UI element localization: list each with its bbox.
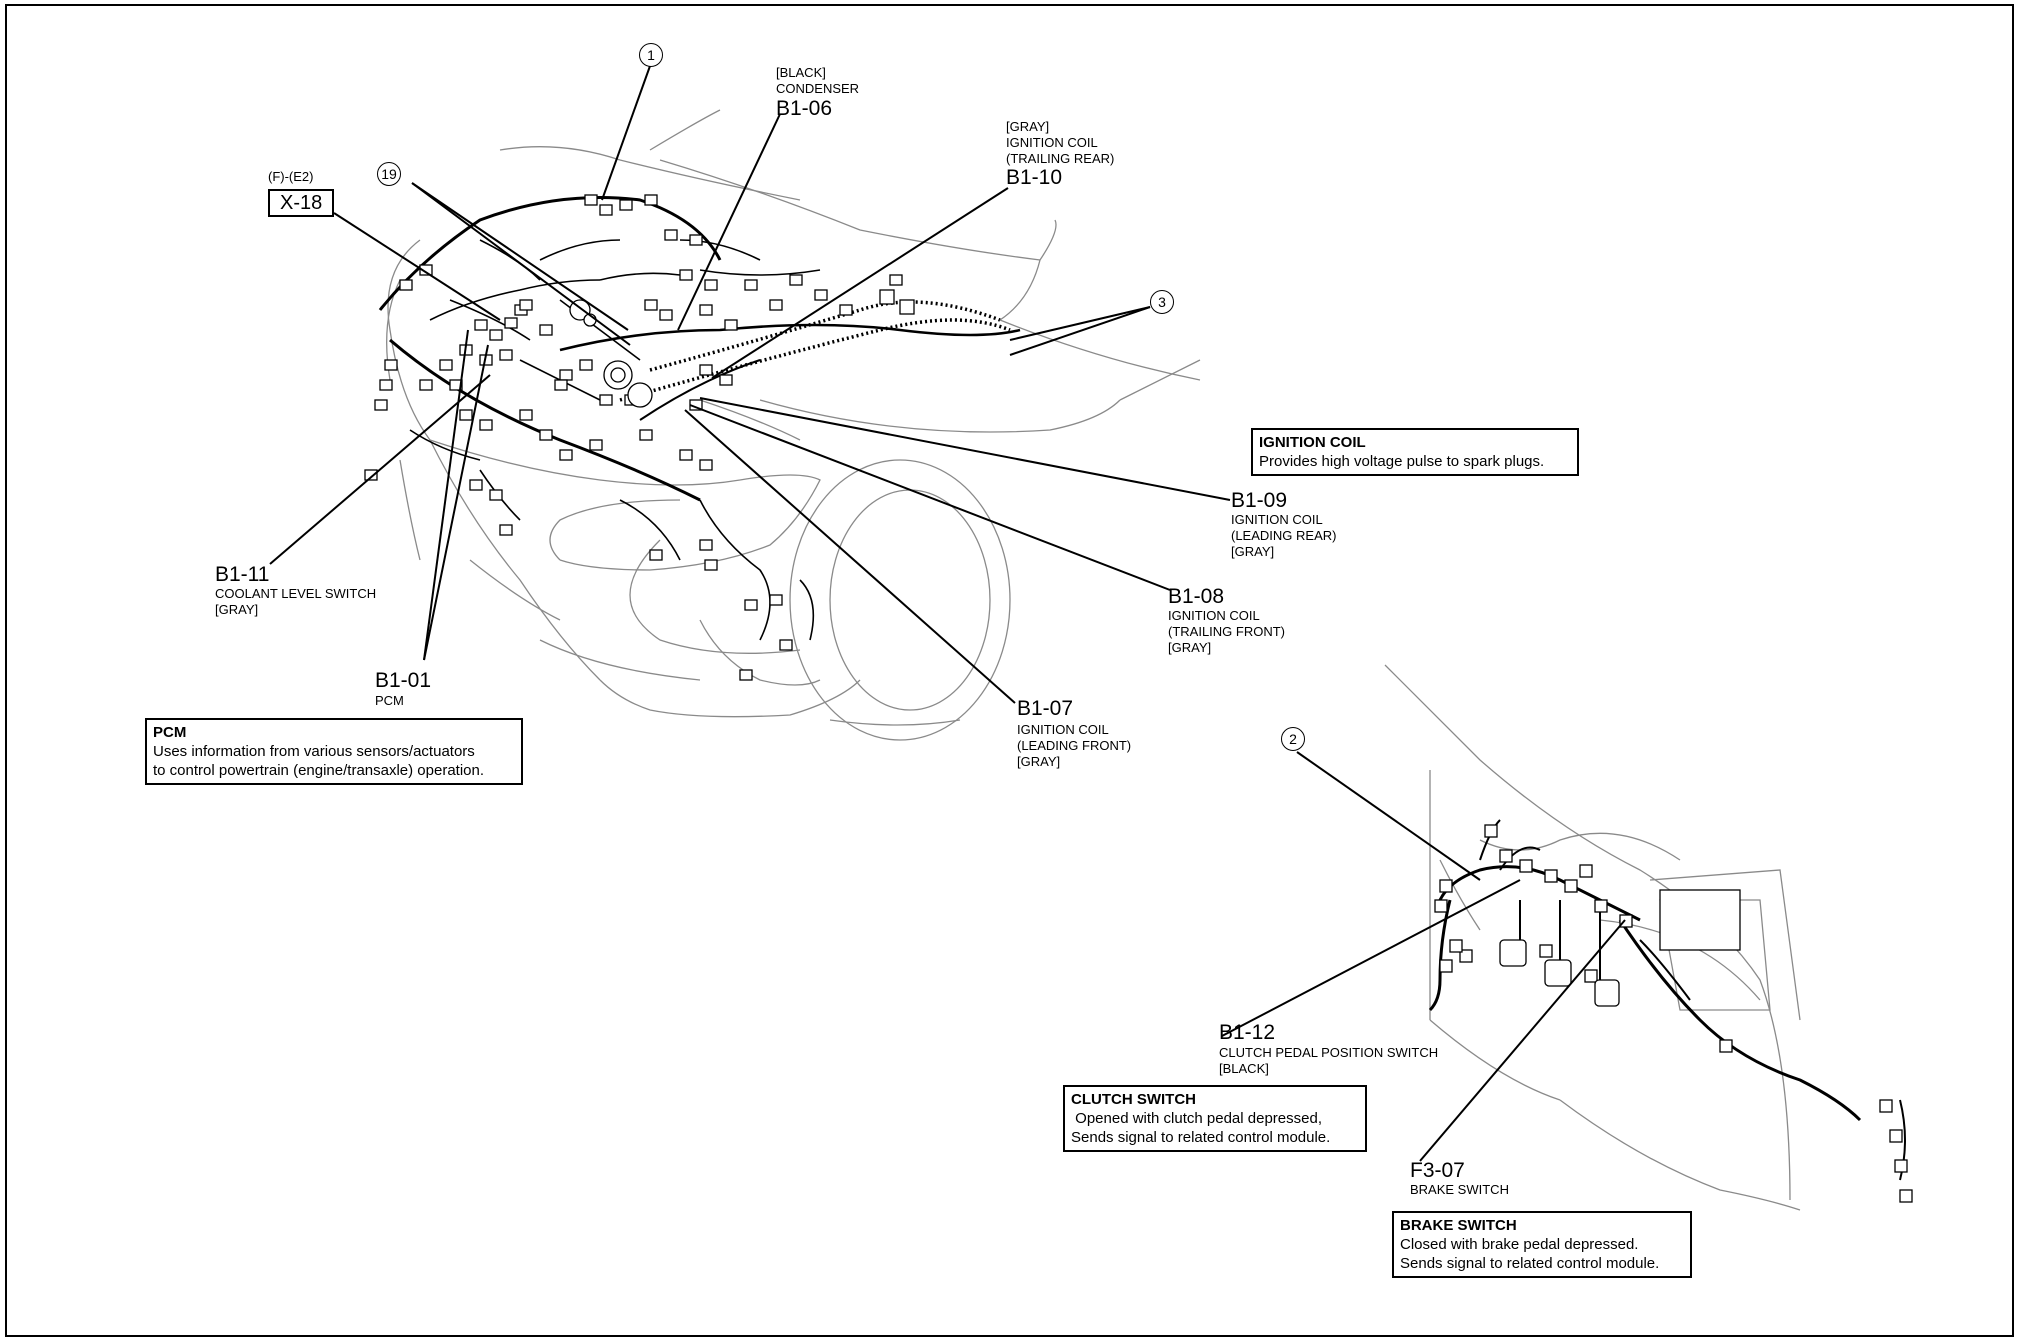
b112-code: B1-12 [1219,1021,1276,1044]
b101-code: B1-01 [375,669,432,692]
b107-code: B1-07 [1017,697,1074,720]
ignition-coil-info-line: Provides high voltage pulse to spark plu… [1259,453,1545,470]
engine-harness [378,196,1021,641]
page-border [5,4,2014,1337]
b109-name2: (LEADING REAR) [1231,528,1337,543]
engine-connectors [364,194,915,681]
b107-name2: (LEADING FRONT) [1017,738,1132,753]
x18-code: X-18 [268,189,335,217]
b108-name2: (TRAILING FRONT) [1168,624,1285,639]
b106-name: CONDENSER [776,81,860,96]
b106-code: B1-06 [776,97,833,120]
dash-harness [1428,819,1906,1181]
b108-code: B1-08 [1168,585,1225,608]
b108-name1: IGNITION COIL [1168,608,1260,623]
brake-switch-info-line-1: Closed with brake pedal depressed. [1400,1236,1639,1253]
brake-switch-info-title: BRAKE SWITCH [1400,1217,1517,1234]
b101-name: PCM [375,693,404,708]
b108-tag: [GRAY] [1168,640,1212,655]
b111-name: COOLANT LEVEL SWITCH [215,586,377,601]
b112-tag: [BLACK] [1219,1061,1269,1076]
b109-name1: IGNITION COIL [1231,512,1323,527]
b107-name1: IGNITION COIL [1017,722,1109,737]
b106-tag: [BLACK] [776,65,826,80]
b110-code: B1-10 [1006,166,1063,189]
dash-connectors [1434,824,1913,1203]
b112-name: CLUTCH PEDAL POSITION SWITCH [1219,1045,1439,1060]
b111-code: B1-11 [215,563,270,586]
clutch-switch-info-line-1: Opened with clutch pedal depressed, [1071,1110,1322,1127]
brake-switch-info-box: BRAKE SWITCH Closed with brake pedal dep… [1392,1211,1692,1278]
b109-tag: [GRAY] [1231,544,1275,559]
pcm-info-title: PCM [153,724,187,741]
pcm-info-line-2: to control powertrain (engine/transaxle)… [153,762,485,779]
ignition-coil-info-title: IGNITION COIL [1259,434,1366,451]
b111-tag: [GRAY] [215,602,259,617]
callout-19: 19 [377,162,401,186]
b110-tag: [GRAY] [1006,119,1050,134]
x18-tag: (F)-(E2) [268,169,314,184]
vehicle-outline [386,109,1201,741]
pcm-info-line-1: Uses information from various sensors/ac… [153,743,475,760]
callout-1: 1 [639,43,663,67]
callout-3: 3 [1150,290,1174,314]
b110-name2: (TRAILING REAR) [1006,151,1115,166]
b110-name1: IGNITION COIL [1006,135,1098,150]
b109-code: B1-09 [1231,489,1288,512]
ignition-coil-info-box: IGNITION COIL Provides high voltage puls… [1251,428,1579,476]
callout-2: 2 [1281,727,1305,751]
clutch-switch-info-line-2: Sends signal to related control module. [1071,1129,1331,1146]
pcm-info-box: PCM Uses information from various sensor… [145,718,523,785]
f307-code: F3-07 [1410,1159,1465,1182]
brake-switch-info-line-2: Sends signal to related control module. [1400,1255,1660,1272]
f307-name: BRAKE SWITCH [1410,1182,1509,1197]
leader-lines [269,65,1626,1162]
clutch-switch-info-box: CLUTCH SWITCH Opened with clutch pedal d… [1063,1085,1367,1152]
b107-tag: [GRAY] [1017,754,1061,769]
clutch-switch-info-title: CLUTCH SWITCH [1071,1091,1196,1108]
